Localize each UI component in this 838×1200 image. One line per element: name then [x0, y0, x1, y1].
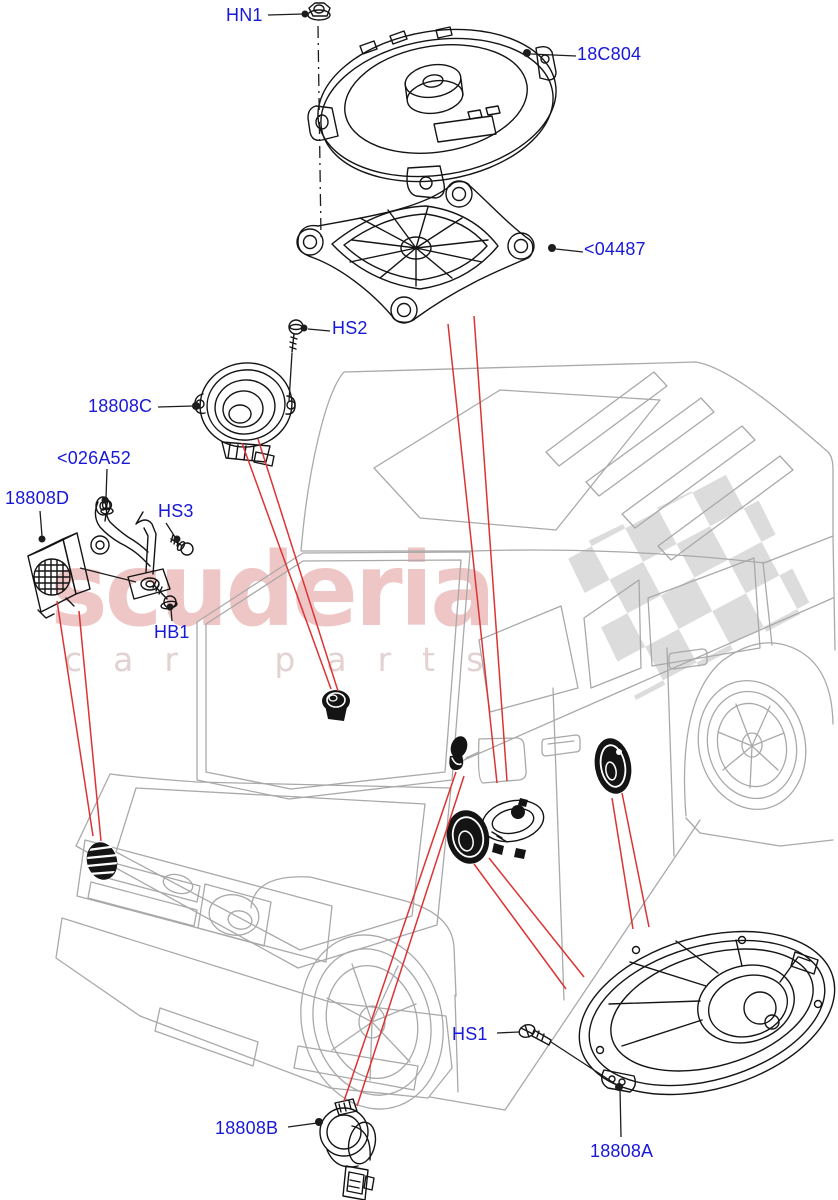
- leader-dots: [38, 10, 623, 1126]
- hb1-bolt-drawing: [152, 580, 178, 610]
- hs2-screw-drawing: [288, 319, 304, 353]
- part-18808c-speaker-drawing: [194, 362, 296, 467]
- part-04487-bracket-drawing: [296, 180, 535, 324]
- hn1-nut-drawing: [307, 2, 331, 21]
- leader-lines: [39, 13, 622, 1138]
- callout-label-04487: <04487: [584, 239, 646, 259]
- front-door-oval-speaker-marker: [481, 798, 545, 859]
- a-pillar-tweeter-marker: [449, 736, 468, 771]
- front-door-speaker-marker: [446, 810, 490, 864]
- callout-label-18808d: 18808D: [5, 488, 70, 508]
- checkered-flag-watermark: [565, 467, 812, 700]
- part-18c804-subwoofer-drawing: [307, 26, 557, 199]
- vehicle-line-art: [55, 361, 836, 1111]
- watermark-sub-text: car parts: [64, 640, 515, 679]
- installed-speaker-markers: [86, 690, 632, 880]
- grille-speaker-marker: [86, 842, 118, 880]
- callout-label-hs2: HS2: [332, 318, 368, 338]
- alignment-dash-line: [288, 25, 322, 402]
- dash-speaker-marker: [322, 690, 350, 721]
- callout-label-18c804: 18C804: [577, 44, 642, 64]
- red-callout-lines: [56, 315, 650, 1107]
- callout-label-18808a: 18808A: [590, 1141, 654, 1161]
- callout-label-026a52: <026A52: [57, 448, 131, 468]
- callout-label-18808b: 18808B: [215, 1118, 279, 1138]
- part-18808b-tweeter-drawing: [319, 1098, 377, 1200]
- callout-label-hb1: HB1: [154, 622, 190, 642]
- part-18808a-speaker-drawing: [578, 930, 836, 1096]
- rear-door-speaker-marker: [594, 738, 632, 794]
- callout-label-hs3: HS3: [158, 501, 194, 521]
- callout-label-hs1: HS1: [452, 1024, 488, 1044]
- callout-label-18808c: 18808C: [88, 396, 153, 416]
- hs1-screw-drawing: [518, 1024, 552, 1046]
- callout-label-hn1: HN1: [226, 5, 263, 25]
